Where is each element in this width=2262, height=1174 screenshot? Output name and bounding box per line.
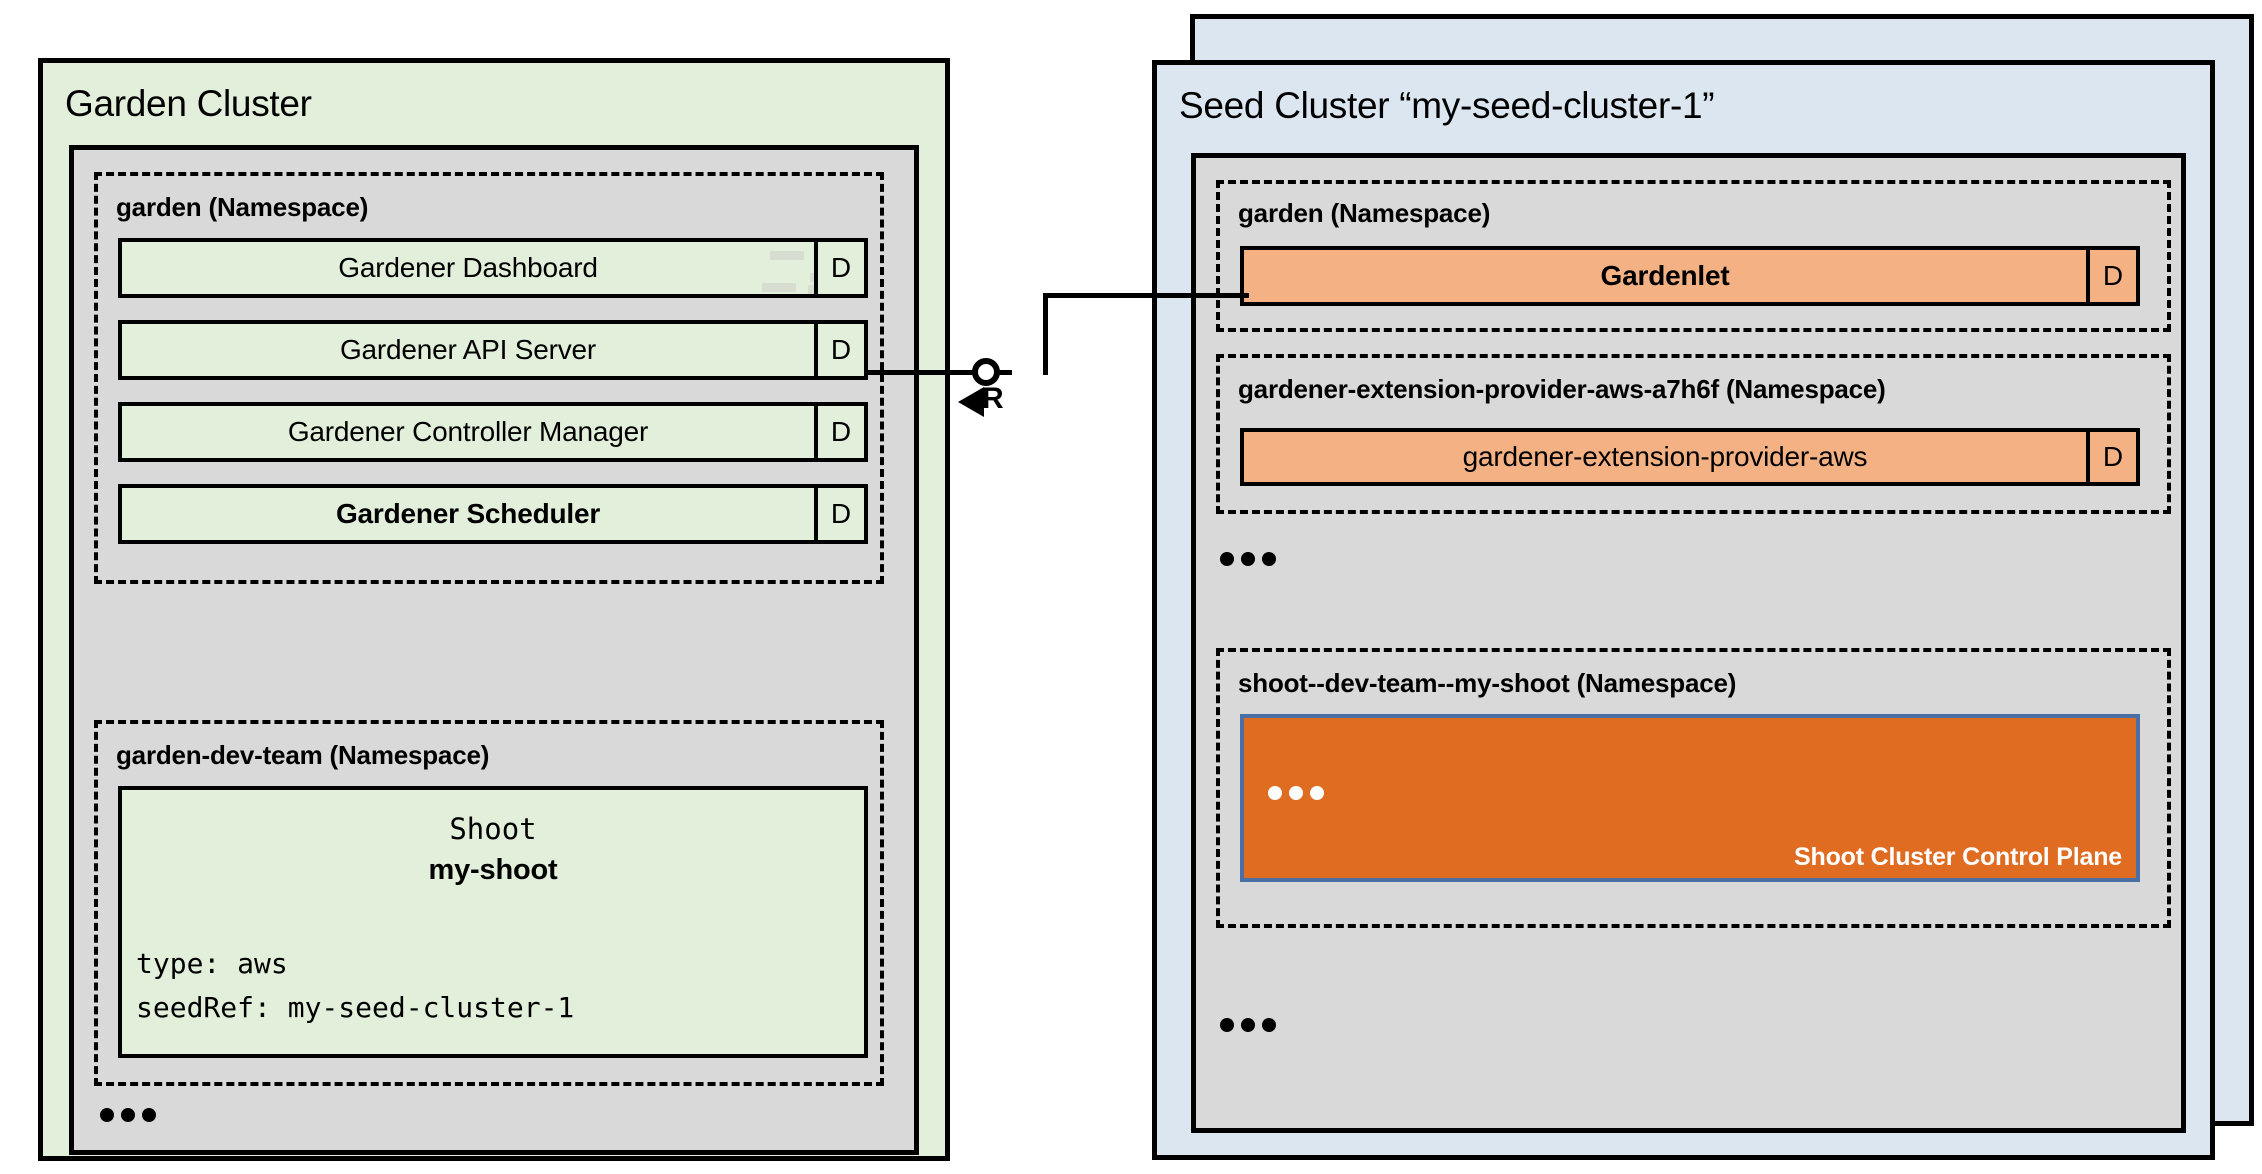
garden-namespace-dev-team-title: garden-dev-team (Namespace) <box>116 740 490 770</box>
component-gardener-scheduler-badge: D <box>814 488 864 540</box>
seed-cluster-node-panel: garden (Namespace) Gardenlet D gardener-… <box>1191 153 2186 1133</box>
ellipsis-dot <box>1262 552 1276 566</box>
ellipsis-dot <box>100 1108 114 1122</box>
ellipsis-dot <box>121 1108 135 1122</box>
component-gardenlet-badge: D <box>2086 250 2136 302</box>
component-gardener-controller-manager[interactable]: Gardener Controller Manager D <box>118 402 868 462</box>
connector-interface-socket <box>972 358 1000 386</box>
component-gardener-dashboard[interactable]: Gardener Dashboard D <box>118 238 868 298</box>
component-gardener-api-server-body: Gardener API Server <box>122 324 814 376</box>
ellipsis-dot <box>1220 1018 1234 1032</box>
garden-cluster-title: Garden Cluster <box>65 83 312 124</box>
component-gardener-dashboard-body: Gardener Dashboard <box>122 242 814 294</box>
connector-label-r: R <box>982 382 1004 415</box>
selection-artifact <box>762 283 796 292</box>
component-gardener-api-server[interactable]: Gardener API Server D <box>118 320 868 380</box>
seed-more-indicator-middle <box>1220 552 1276 566</box>
seed-namespace-shoot-dev-team-my-shoot: shoot--dev-team--my-shoot (Namespace) Sh… <box>1216 648 2171 928</box>
selection-artifact <box>808 285 814 294</box>
seed-namespace-extension-provider-aws-title: gardener-extension-provider-aws-a7h6f (N… <box>1238 374 1886 404</box>
component-gardener-dashboard-badge: D <box>814 242 864 294</box>
ellipsis-dot <box>1241 552 1255 566</box>
shoot-cluster-control-plane[interactable]: Shoot Cluster Control Plane <box>1240 714 2140 882</box>
shoot-resource-box[interactable]: Shoot my-shoot type: aws seedRef: my-see… <box>118 786 868 1058</box>
component-gardener-scheduler[interactable]: Gardener Scheduler D <box>118 484 868 544</box>
component-gardener-controller-manager-label: Gardener Controller Manager <box>287 416 649 447</box>
garden-cluster-card: Garden Cluster garden (Namespace) Garden… <box>38 58 950 1161</box>
connector-arrowhead <box>958 387 984 417</box>
seed-cluster-card: Seed Cluster “my-seed-cluster-1” garden … <box>1152 60 2215 1160</box>
shoot-cluster-control-plane-label: Shoot Cluster Control Plane <box>1794 843 2122 871</box>
garden-cluster-node-panel: garden (Namespace) Gardener Dashboard D <box>69 145 919 1155</box>
component-gardenlet-label: Gardenlet <box>1600 260 1730 291</box>
component-gardener-api-server-badge: D <box>814 324 864 376</box>
seed-namespace-garden-title: garden (Namespace) <box>1238 198 1491 228</box>
component-gardener-scheduler-label: Gardener Scheduler <box>335 498 601 529</box>
garden-namespace-garden: garden (Namespace) Gardener Dashboard D <box>94 172 884 584</box>
shoot-resource-kind: Shoot <box>449 812 537 846</box>
garden-namespace-dev-team: garden-dev-team (Namespace) Shoot my-sho… <box>94 720 884 1086</box>
connector-segment-horizontal-mid <box>1043 293 1229 298</box>
connector-segment-vertical <box>1043 293 1048 375</box>
garden-more-indicator <box>100 1108 156 1122</box>
component-gardener-controller-manager-body: Gardener Controller Manager <box>122 406 814 458</box>
ellipsis-dot <box>1268 786 1282 800</box>
seed-namespace-garden: garden (Namespace) Gardenlet D <box>1216 180 2171 332</box>
shoot-resource-spec-seedref: seedRef: my-seed-cluster-1 <box>136 990 575 1024</box>
component-gardener-api-server-label: Gardener API Server <box>339 334 597 365</box>
ellipsis-dot <box>1310 786 1324 800</box>
seed-cluster-title: Seed Cluster “my-seed-cluster-1” <box>1179 85 1715 126</box>
connector-segment-horizontal-left <box>864 370 1012 375</box>
ellipsis-dot <box>1220 552 1234 566</box>
component-gardenlet[interactable]: Gardenlet D <box>1240 246 2140 306</box>
component-gardenlet-body: Gardenlet <box>1244 250 2086 302</box>
ellipsis-dot <box>1262 1018 1276 1032</box>
component-gardener-dashboard-label: Gardener Dashboard <box>338 252 598 283</box>
selection-artifact <box>810 273 814 282</box>
component-gardener-controller-manager-badge: D <box>814 406 864 458</box>
component-gardener-scheduler-body: Gardener Scheduler <box>122 488 814 540</box>
component-gardener-extension-provider-aws-badge: D <box>2086 432 2136 482</box>
component-gardener-extension-provider-aws[interactable]: gardener-extension-provider-aws D <box>1240 428 2140 486</box>
connector-segment-horizontal-right <box>1229 293 1249 298</box>
ellipsis-dot <box>1289 786 1303 800</box>
shoot-resource-spec-type: type: aws <box>136 947 288 980</box>
seed-namespace-shoot-dev-team-my-shoot-title: shoot--dev-team--my-shoot (Namespace) <box>1238 668 1737 698</box>
seed-more-indicator-bottom <box>1220 1018 1276 1032</box>
selection-artifact <box>770 251 804 260</box>
seed-namespace-extension-provider-aws: gardener-extension-provider-aws-a7h6f (N… <box>1216 354 2171 514</box>
ellipsis-dot <box>142 1108 156 1122</box>
garden-namespace-garden-title: garden (Namespace) <box>116 192 369 222</box>
ellipsis-dot <box>1241 1018 1255 1032</box>
component-gardener-extension-provider-aws-label: gardener-extension-provider-aws <box>1462 441 1868 472</box>
shoot-resource-name: my-shoot <box>428 854 558 886</box>
control-plane-more-indicator <box>1268 786 1324 800</box>
component-gardener-extension-provider-aws-body: gardener-extension-provider-aws <box>1244 432 2086 482</box>
